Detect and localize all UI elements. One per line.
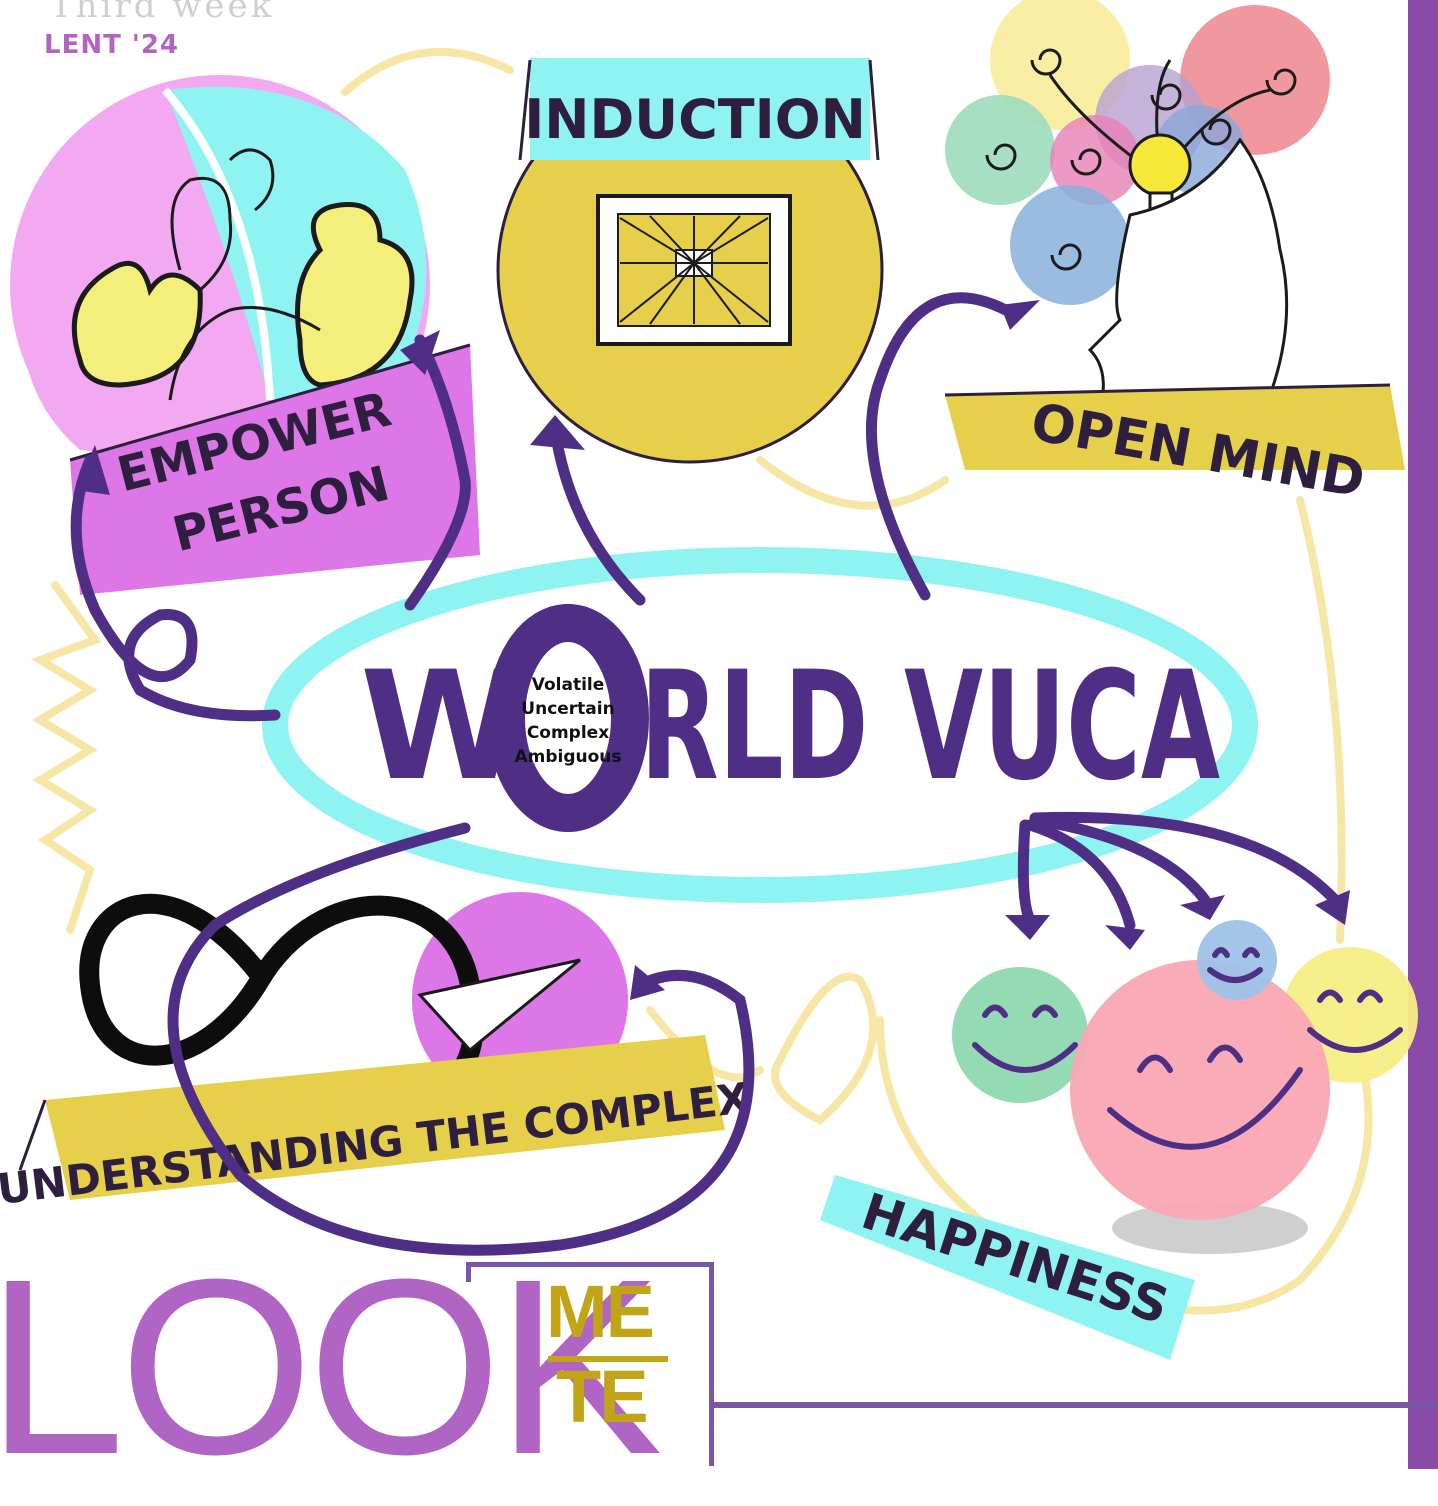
right-edge-bar: [1408, 0, 1438, 1469]
bottom-rule: [714, 1402, 1438, 1408]
center-title: W RLD VUCA Volatile Uncertain Complex Am…: [360, 604, 1220, 832]
center-ellipse: [262, 547, 1258, 903]
title-o-ring: [487, 604, 649, 832]
person-outline-icon: [168, 148, 321, 401]
happiness-node: HAPPINESS: [820, 920, 1418, 1360]
period-label: LENT '24: [44, 30, 180, 60]
vuca-uncertain: Uncertain: [521, 699, 614, 719]
empower-person-node: EMPOWER PERSON: [10, 75, 480, 595]
page-subtitle: Third week: [50, 0, 275, 26]
pink-smiley-icon: [1070, 960, 1330, 1220]
induction-label: INDUCTION: [524, 88, 866, 151]
logo-rule: [548, 1356, 668, 1362]
look-wordmark: LOOK: [0, 1227, 663, 1506]
mind-map-canvas: EMPOWER PERSON INDUCTION: [0, 0, 1418, 1360]
picture-frame-icon: [596, 194, 792, 346]
induction-node: INDUCTION: [496, 58, 884, 464]
understanding-node: UNDERSTANDING THE COMPLEX: [0, 892, 752, 1214]
vuca-complex: Complex: [527, 723, 609, 743]
logo-bottom-text: TE: [556, 1355, 649, 1438]
title-rld-vuca: RLD VUCA: [640, 640, 1220, 814]
logo-frame: [466, 1262, 714, 1466]
shadow: [1112, 1202, 1308, 1254]
vuca-ambiguous: Ambiguous: [514, 747, 621, 767]
paper-plane-icon: [417, 958, 581, 1053]
open-mind-node: OPEN MIND: [944, 0, 1405, 510]
head-profile-icon: [1087, 137, 1289, 422]
happiness-label: HAPPINESS: [855, 1182, 1176, 1335]
blue-smiley-icon: [1197, 920, 1277, 1000]
arrow-heads: [75, 300, 1350, 1000]
logo-top-text: ME: [546, 1270, 655, 1353]
green-smiley-icon: [952, 967, 1088, 1103]
vuca-volatile: Volatile: [532, 675, 605, 695]
logo-frame-tick: [466, 1262, 471, 1282]
